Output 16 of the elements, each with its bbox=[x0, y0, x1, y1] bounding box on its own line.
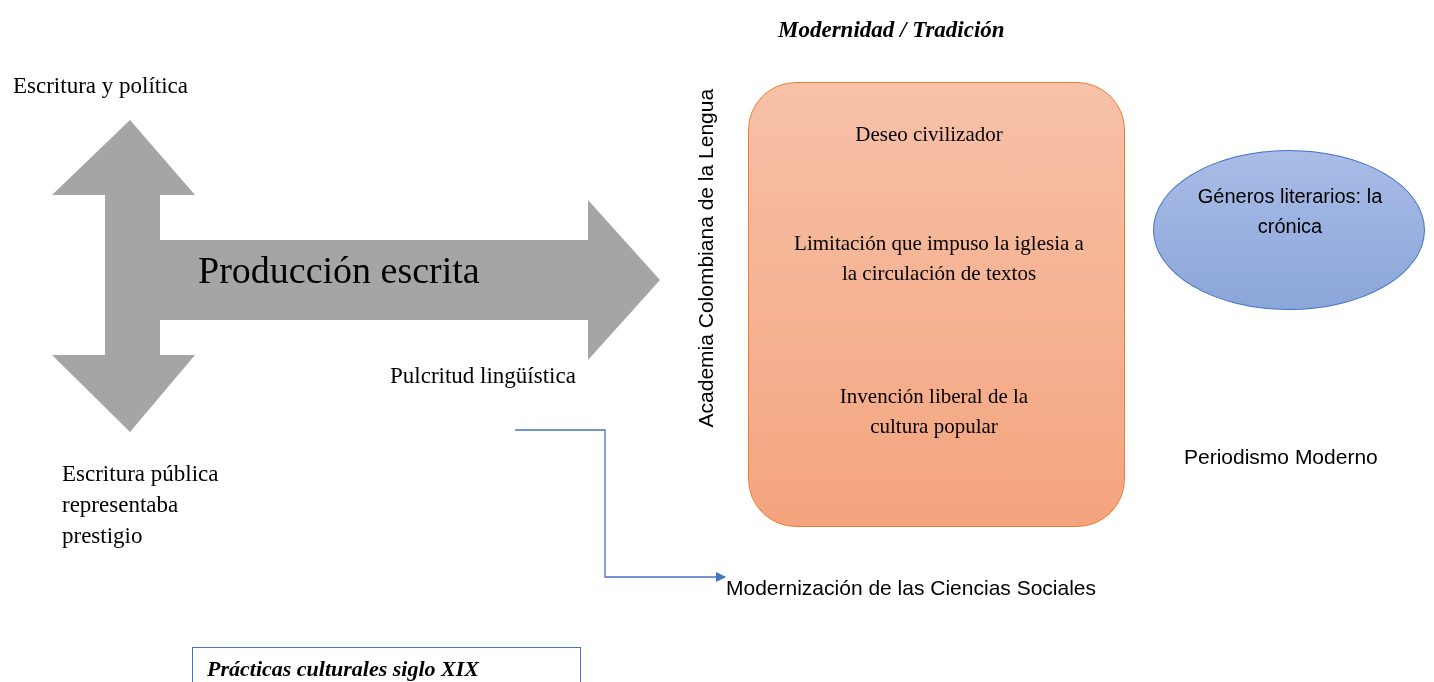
ellipse-text: Géneros literarios: la crónica bbox=[1196, 184, 1384, 239]
label-text: Periodismo Moderno bbox=[1184, 444, 1378, 470]
box-text: Deseo civilizador bbox=[854, 121, 1004, 148]
label-text: Escritura y política bbox=[13, 72, 188, 100]
arrow-label: Producción escrita bbox=[198, 248, 480, 292]
rounded-box bbox=[748, 82, 1125, 527]
node-text: Modernización de las Ciencias Sociales bbox=[726, 576, 1196, 600]
vertical-label: Academia Colombiana de la Lengua bbox=[692, 88, 718, 428]
box-text: Invención liberal de la cultura popular bbox=[838, 383, 1030, 441]
elbow-arrow bbox=[514, 429, 726, 582]
label-text: Pulcritud lingüística bbox=[390, 362, 576, 390]
label-text: Escritura pública representaba prestigio bbox=[62, 460, 220, 551]
branching-arrow-shape bbox=[52, 120, 660, 432]
heading: Modernidad / Tradición bbox=[778, 16, 1005, 44]
frame-title: Prácticas culturales siglo XIX bbox=[207, 656, 479, 682]
box-text: Limitación que impuso la iglesia a la circulación de textos bbox=[793, 230, 1085, 288]
